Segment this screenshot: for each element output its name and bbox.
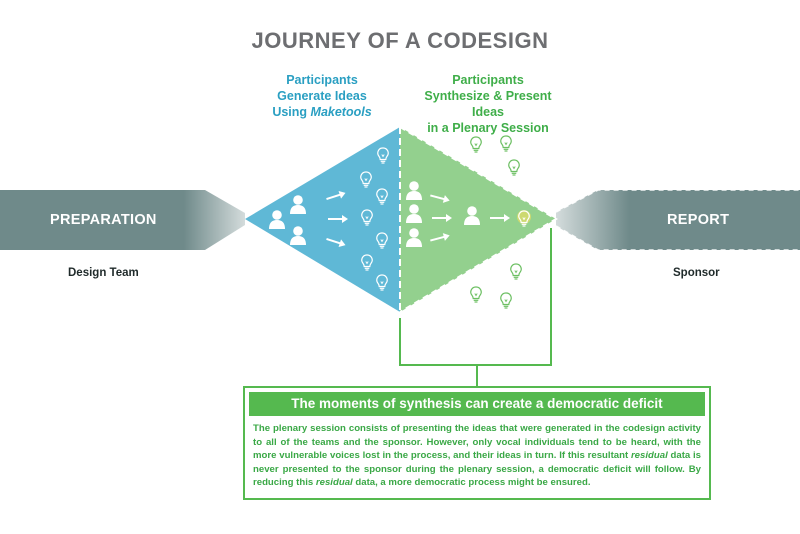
callout-body-emph1: residual bbox=[630, 450, 668, 462]
callout-body-part2: data is never presented to the sponsor d… bbox=[253, 450, 701, 489]
report-owner: Sponsor bbox=[673, 267, 720, 279]
diverge-label-emph: Maketools bbox=[310, 105, 372, 119]
diverge-triangle bbox=[245, 127, 400, 312]
bracket-connector bbox=[399, 228, 552, 386]
converge-label: Participants Synthesize & Present Ideas … bbox=[408, 72, 568, 136]
diverge-label: Participants Generate Ideas Using Maketo… bbox=[262, 72, 382, 120]
diverge-label-line2: Generate Ideas bbox=[277, 89, 367, 103]
callout-body-part1: The plenary session consists of presenti… bbox=[253, 423, 701, 462]
callout-body-part3: data, a more democratic process might be… bbox=[352, 477, 591, 489]
report-dashed-edge bbox=[555, 189, 800, 251]
callout-box: The moments of synthesis can create a de… bbox=[243, 386, 711, 500]
preparation-owner: Design Team bbox=[68, 267, 139, 279]
synthesized-idea-icon bbox=[517, 210, 531, 227]
report-label: REPORT bbox=[667, 212, 730, 228]
converge-label-line3: in a Plenary Session bbox=[427, 121, 549, 135]
diverge-label-prefix: Using bbox=[272, 105, 311, 119]
callout-body: The plenary session consists of presenti… bbox=[245, 416, 709, 490]
callout-body-emph2: residual bbox=[315, 477, 353, 489]
report-band bbox=[556, 190, 800, 250]
diverge-label-line1: Participants bbox=[286, 73, 358, 87]
converge-label-line2: Synthesize & Present Ideas bbox=[424, 89, 552, 119]
converge-dashed-outline bbox=[399, 126, 558, 313]
converge-label-line1: Participants bbox=[452, 73, 524, 87]
diverge-label-line3: Using Maketools bbox=[262, 104, 382, 120]
page-title: JOURNEY OF A CODESIGN bbox=[251, 28, 549, 53]
preparation-label: PREPARATION bbox=[50, 212, 157, 228]
callout-heading: The moments of synthesis can create a de… bbox=[249, 392, 705, 416]
preparation-band bbox=[0, 190, 245, 250]
